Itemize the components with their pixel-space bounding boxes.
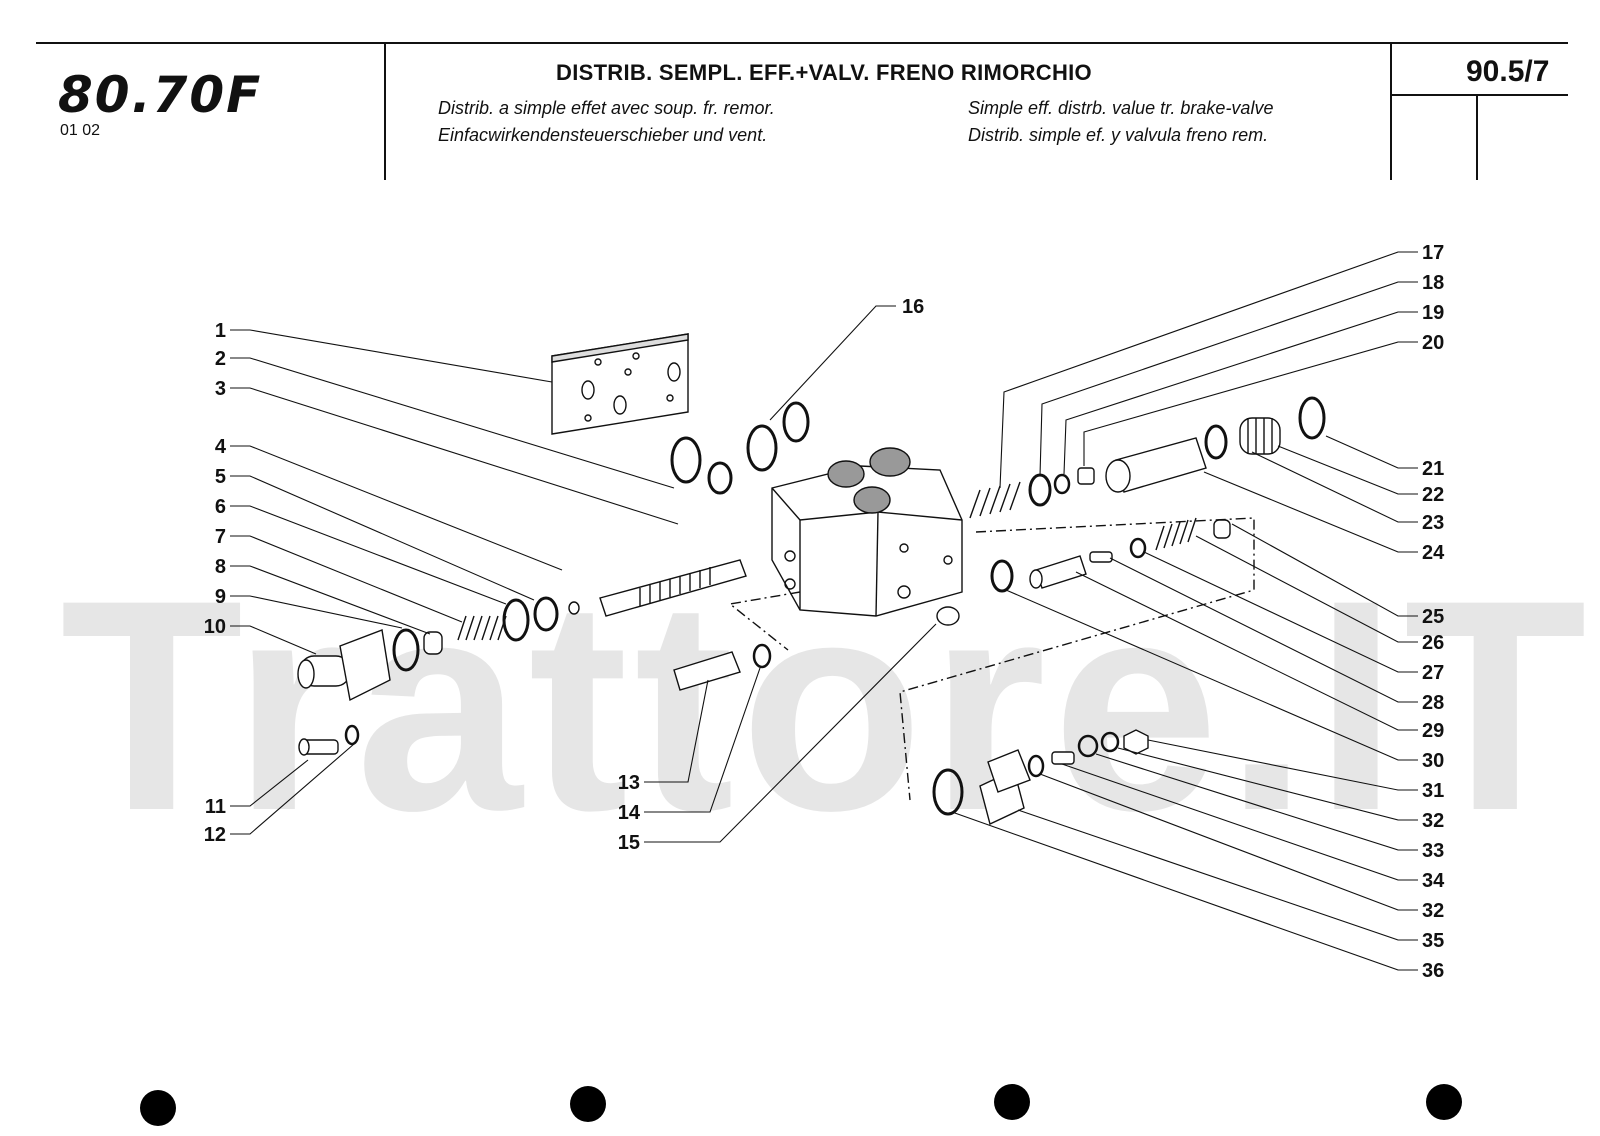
subtitle-en: Simple eff. distrb. value tr. brake-valv… bbox=[968, 98, 1274, 118]
callout-11: 11 bbox=[205, 796, 226, 818]
callout-2: 2 bbox=[215, 348, 226, 370]
callout-21: 21 bbox=[1422, 458, 1444, 480]
callout-29: 29 bbox=[1422, 720, 1444, 742]
model-logo: 80.70F bbox=[58, 66, 263, 124]
callout-8: 8 bbox=[215, 556, 226, 578]
screw bbox=[298, 724, 360, 756]
callout-19: 19 bbox=[1422, 302, 1444, 324]
page-number: 90.5/7 bbox=[1466, 55, 1550, 88]
callout-13: 13 bbox=[618, 772, 640, 794]
subtitle-es: Distrib. simple ef. y valvula freno rem. bbox=[968, 125, 1269, 145]
callout-16: 16 bbox=[902, 296, 924, 318]
end-cap bbox=[297, 629, 391, 702]
callout-28: 28 bbox=[1422, 692, 1444, 714]
punch-hole-1 bbox=[140, 1090, 176, 1126]
callout-31: 31 bbox=[1422, 780, 1444, 802]
logo-code: 01 02 bbox=[60, 122, 101, 139]
header-divider-right bbox=[1390, 42, 1392, 180]
callout-15: 15 bbox=[618, 832, 640, 854]
subtitle-fr: Distrib. a simple effet avec soup. fr. r… bbox=[438, 98, 775, 118]
page-number-rule bbox=[1390, 94, 1568, 96]
callout-14: 14 bbox=[618, 802, 641, 824]
callout-35: 35 bbox=[1422, 930, 1444, 952]
callout-1: 1 bbox=[215, 320, 226, 342]
callout-34: 34 bbox=[1422, 870, 1445, 892]
lever-pin bbox=[673, 643, 772, 691]
callout-10: 10 bbox=[204, 616, 226, 638]
callout-3: 3 bbox=[215, 378, 226, 400]
plug bbox=[979, 749, 1031, 825]
spring-right-mid bbox=[1155, 517, 1197, 551]
callout-7: 7 bbox=[215, 526, 226, 548]
callout-30: 30 bbox=[1422, 750, 1444, 772]
callout-36: 36 bbox=[1422, 960, 1444, 982]
punch-hole-4 bbox=[1426, 1084, 1462, 1120]
callout-12: 12 bbox=[204, 824, 226, 846]
valve-body bbox=[771, 447, 963, 617]
callout-26: 26 bbox=[1422, 632, 1444, 654]
callout-18: 18 bbox=[1422, 272, 1444, 294]
header-top-rule bbox=[36, 42, 1568, 44]
cover-plate bbox=[551, 333, 689, 435]
callout-27: 27 bbox=[1422, 662, 1444, 684]
callout-9: 9 bbox=[215, 586, 226, 608]
spring-left bbox=[457, 615, 507, 641]
callout-33: 33 bbox=[1422, 840, 1444, 862]
piston bbox=[1105, 437, 1207, 493]
spring-right-top bbox=[969, 481, 1021, 519]
callout-22: 22 bbox=[1422, 484, 1444, 506]
spool bbox=[599, 559, 747, 617]
callout-23: 23 bbox=[1422, 512, 1444, 534]
poppet bbox=[1029, 555, 1087, 589]
callout-24: 24 bbox=[1422, 542, 1445, 564]
threaded-sleeve bbox=[1239, 417, 1281, 455]
header-divider-far bbox=[1476, 96, 1478, 180]
callout-17: 17 bbox=[1422, 242, 1444, 264]
header-divider-left bbox=[384, 42, 386, 180]
subtitle-de: Einfacwirkendensteuerschieber und vent. bbox=[438, 125, 768, 145]
callout-5: 5 bbox=[215, 466, 226, 488]
punch-hole-3 bbox=[994, 1084, 1030, 1120]
punch-hole-2 bbox=[570, 1086, 606, 1122]
callout-6: 6 bbox=[215, 496, 226, 518]
callout-20: 20 bbox=[1422, 332, 1444, 354]
callout-32a: 32 bbox=[1422, 810, 1444, 832]
callout-25: 25 bbox=[1422, 606, 1444, 628]
page-title: DISTRIB. SEMPL. EFF.+VALV. FRENO RIMORCH… bbox=[556, 60, 1092, 85]
callout-4: 4 bbox=[215, 436, 227, 458]
callout-32b: 32 bbox=[1422, 900, 1444, 922]
